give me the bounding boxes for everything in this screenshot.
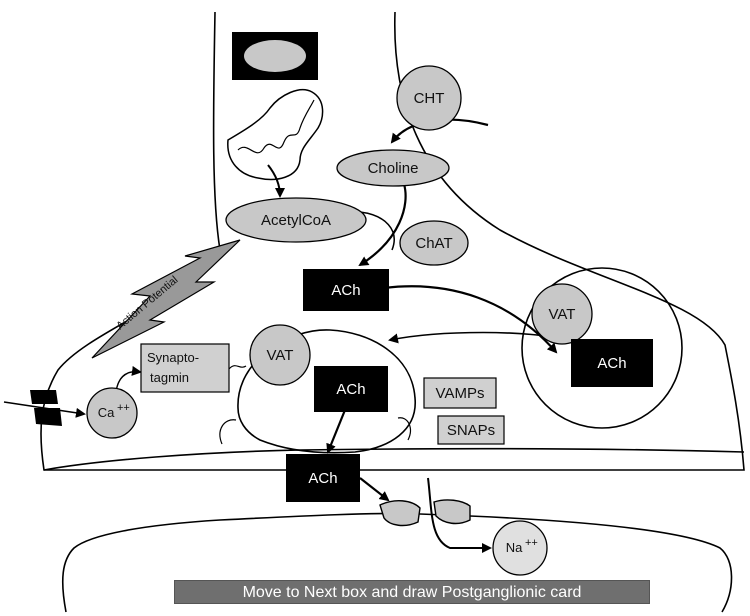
snaps-box: [437, 415, 505, 445]
cht-transporter: [396, 65, 462, 131]
docking-hook-left: [219, 419, 237, 445]
action-potential-bolt: [91, 239, 241, 359]
synaptotagmin-label-2: tagmin: [150, 370, 189, 385]
mitochondrion-cristae: [237, 99, 315, 154]
docking-hook-right: [397, 417, 411, 441]
acetylcoa-label: AcetylCoA: [261, 212, 331, 229]
snaps-label: SNAPs: [447, 422, 495, 439]
arrow-sodium-influx: [427, 477, 492, 553]
chat-label: ChAT: [415, 235, 452, 252]
calcium-channel-bottom: [34, 408, 62, 426]
ach-synthesis-box: [303, 269, 389, 311]
arrow-ach-to-receptor: [359, 477, 390, 502]
sodium-charge: ++: [525, 537, 538, 549]
sodium-label: Na: [506, 540, 523, 555]
ach-right-vesicle-box: [571, 339, 653, 387]
presynaptic-membrane: [40, 11, 745, 471]
arrow-choline-to-ach: [358, 183, 407, 267]
ach-right-vesicle-label: ACh: [597, 355, 626, 372]
choline-oval: [336, 149, 450, 187]
receptor-right: [433, 499, 471, 525]
mitochondrion-icon: [227, 88, 324, 181]
postsynaptic-membrane: [61, 512, 733, 613]
arrow-release: [326, 409, 347, 454]
acetylcoa-oval: [225, 197, 367, 243]
arrow-calcium-influx: [3, 401, 86, 418]
vamps-box: [423, 377, 497, 409]
ach-released-label: ACh: [308, 470, 337, 487]
synaptotagmin-label-1: Synapto-: [147, 350, 199, 365]
ach-center-vesicle-box: [314, 366, 388, 412]
cht-label: CHT: [414, 90, 445, 107]
vat-center-circle: [249, 324, 311, 386]
vat-right-label: VAT: [549, 306, 576, 323]
ach-synthesis-label: ACh: [331, 282, 360, 299]
vesicle-right: [521, 267, 683, 429]
ach-released-box: [286, 454, 360, 502]
calcium-charge: ++: [117, 402, 130, 414]
nucleus-icon: [244, 40, 306, 72]
calcium-channel-top: [30, 390, 58, 404]
ach-center-vesicle-label: ACh: [336, 381, 365, 398]
presynaptic-bottom-membrane: [43, 447, 745, 471]
chat-oval: [399, 220, 469, 266]
synaptotagmin-box: [140, 343, 230, 393]
sodium-circle: [492, 520, 548, 576]
vat-center-label: VAT: [267, 347, 294, 364]
arrow-mito-to-acetylcoa: [267, 164, 285, 198]
vamps-label: VAMPs: [436, 385, 485, 402]
calcium-circle: [86, 387, 138, 439]
next-box-button[interactable]: Move to Next box and draw Postganglionic…: [174, 580, 650, 604]
line-acetylcoa-to-ach: [359, 211, 395, 251]
choline-label: Choline: [368, 160, 419, 177]
vat-right-circle: [531, 283, 593, 345]
arrow-ach-to-vat: [383, 285, 558, 354]
calcium-label: Ca: [98, 405, 115, 420]
receptor-left: [379, 500, 421, 527]
